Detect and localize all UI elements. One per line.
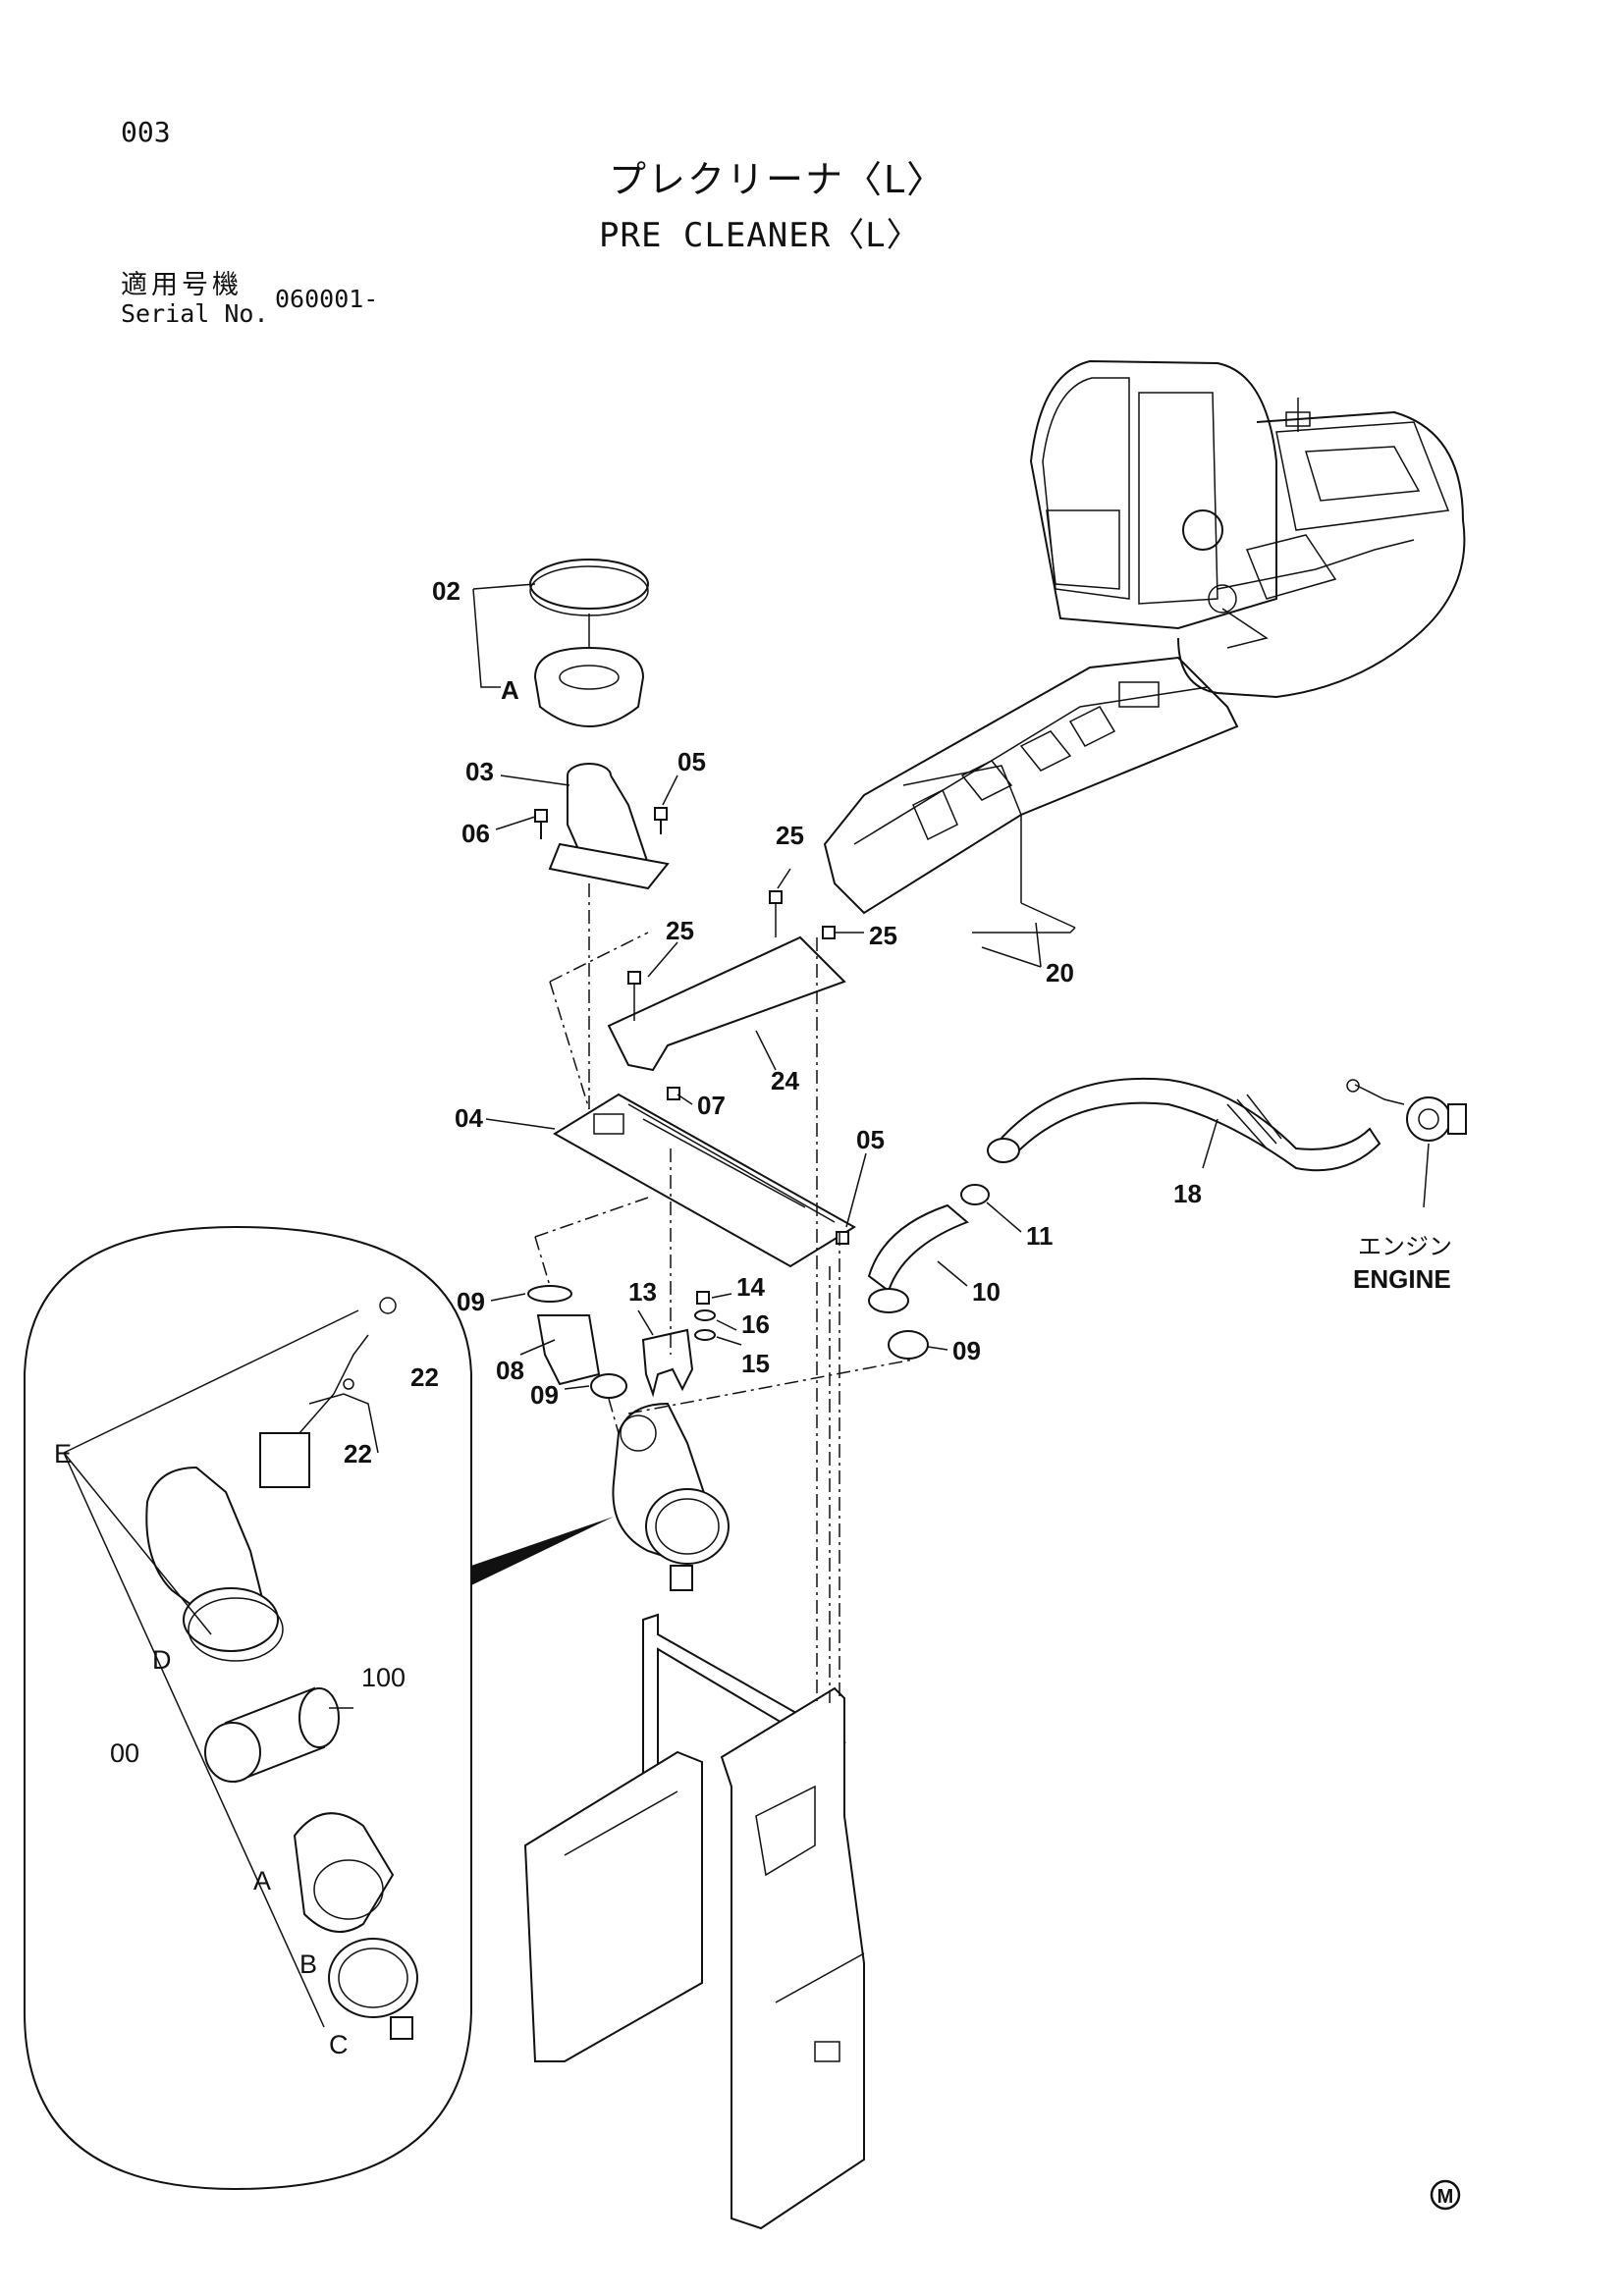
title-english: PRE CLEANER〈L〉 [599, 216, 921, 255]
callout-10: 10 [972, 1277, 1001, 1307]
inset-detail [24, 1225, 614, 2191]
pre-cleaner-cap-part-02 [529, 559, 649, 727]
callout-08: 08 [496, 1356, 524, 1385]
callout-22-b: 22 [344, 1439, 372, 1468]
circled-m-mark: M [1430, 2179, 1461, 2211]
engine-cover-part-20 [823, 656, 1239, 934]
callout-C: C [329, 2030, 349, 2059]
page-number: 003 [121, 116, 171, 148]
clamp-part-09-right [888, 1330, 929, 1360]
hose-part-18 [987, 1077, 1381, 1172]
serial-label-english: Serial No. [121, 299, 269, 328]
bracket-part-13 [641, 1291, 716, 1398]
callout-13: 13 [628, 1277, 657, 1307]
title-japanese: プレクリーナ〈L〉 [609, 158, 947, 201]
mark-letter: M [1437, 2186, 1454, 2208]
callout-06: 06 [461, 819, 490, 848]
callout-A-top: A [501, 675, 519, 705]
engine-turbo-illustration [1346, 1079, 1467, 1142]
plate-part-24 [607, 890, 846, 1072]
callout-18: 18 [1173, 1179, 1202, 1208]
serial-number-value: 060001- [275, 285, 379, 313]
serial-label-japanese: 適用号機 [121, 270, 243, 300]
callout-09-low: 09 [530, 1380, 559, 1410]
callout-22-a: 22 [410, 1362, 439, 1392]
callout-00: 00 [110, 1738, 139, 1768]
leader-lines [329, 583, 1430, 1709]
inlet-pipe-part-03 [548, 763, 670, 890]
callout-05-mid: 05 [856, 1125, 885, 1154]
callout-B: B [299, 1949, 317, 1979]
callout-07: 07 [697, 1091, 726, 1120]
callout-100: 100 [361, 1663, 406, 1692]
engine-label-english: ENGINE [1353, 1264, 1451, 1294]
callout-11: 11 [1026, 1221, 1054, 1251]
callout-05-top: 05 [677, 747, 706, 776]
bracket-part-04 [553, 1087, 856, 1268]
air-cleaner-assembly [612, 1402, 730, 1591]
callout-25-a: 25 [776, 821, 804, 850]
callout-14: 14 [736, 1272, 765, 1302]
machine-overview-illustration [1029, 359, 1466, 699]
callout-09-left: 09 [457, 1287, 485, 1316]
elbow-part-08 [527, 1285, 627, 1399]
callout-D: D [152, 1645, 172, 1675]
callout-02: 02 [432, 576, 460, 606]
clamp-part-11 [960, 1184, 990, 1205]
callout-24: 24 [771, 1066, 799, 1095]
callout-labels: 02 A 03 05 06 25 25 25 24 20 04 07 05 18… [54, 576, 1452, 2059]
callout-20: 20 [1046, 958, 1074, 988]
callout-09-right: 09 [952, 1336, 981, 1365]
callout-E: E [54, 1439, 72, 1468]
callout-25-c: 25 [666, 916, 694, 945]
callout-25-b: 25 [869, 921, 897, 950]
callout-A-inset: A [253, 1866, 271, 1896]
callout-15: 15 [741, 1349, 770, 1378]
callout-16: 16 [741, 1309, 770, 1339]
frame-and-panels [523, 1613, 865, 2230]
reference-lines [534, 883, 914, 1703]
callout-03: 03 [465, 757, 494, 786]
hose-part-10 [867, 1203, 969, 1313]
callout-04: 04 [455, 1103, 483, 1133]
bolts-05-06 [534, 807, 668, 839]
engine-label-japanese: エンジン [1358, 1233, 1452, 1260]
inset-pointer [471, 1517, 614, 1585]
